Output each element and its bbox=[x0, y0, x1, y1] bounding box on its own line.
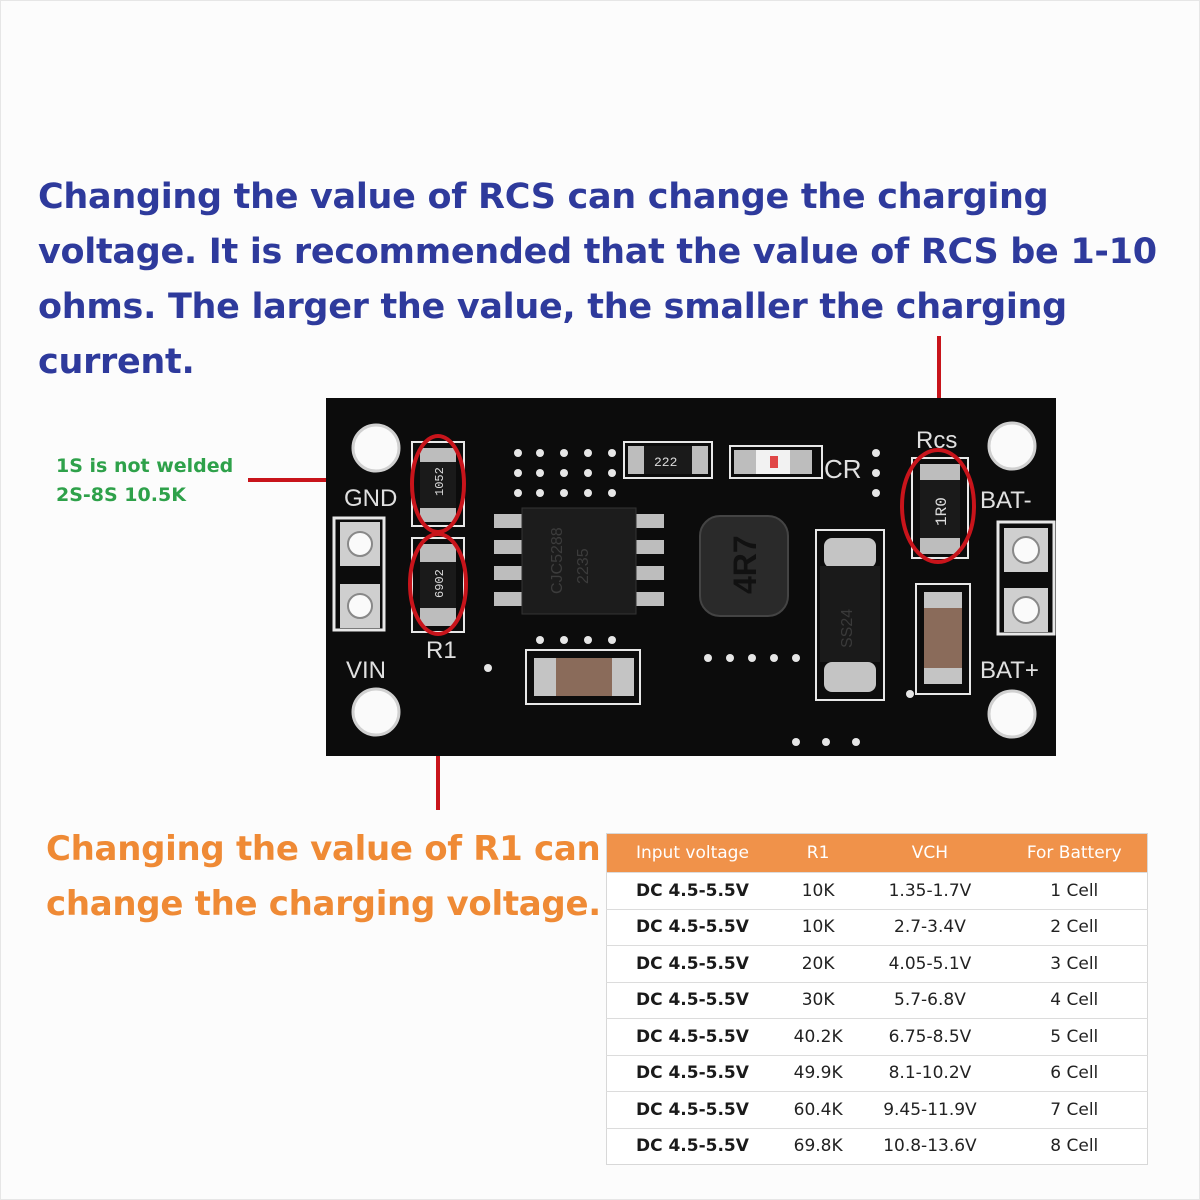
diode-code: SS24 bbox=[839, 609, 856, 648]
r1-highlight bbox=[408, 532, 468, 636]
bat-minus-label: BAT- bbox=[980, 487, 1032, 514]
gnd-pad bbox=[347, 531, 373, 557]
chip-line2: 2235 bbox=[575, 548, 592, 584]
cell-r1: 10K bbox=[777, 872, 859, 909]
cell-input: DC 4.5-5.5V bbox=[606, 872, 778, 909]
rcs-highlight bbox=[900, 448, 976, 564]
cell-battery: 5 Cell bbox=[1001, 1018, 1148, 1055]
col-input-voltage: Input voltage bbox=[606, 833, 778, 873]
mount-hole-bl bbox=[351, 687, 401, 737]
cr-label: CR bbox=[824, 454, 862, 484]
cell-r1: 60.4K bbox=[777, 1091, 859, 1128]
mount-hole-tr bbox=[987, 421, 1037, 471]
cell-r1: 20K bbox=[777, 945, 859, 982]
cell-battery: 2 Cell bbox=[1001, 908, 1148, 946]
vin-pad bbox=[347, 593, 373, 619]
gnd-label: GND bbox=[344, 485, 397, 512]
cell-input: DC 4.5-5.5V bbox=[606, 981, 778, 1019]
bat-plus-pad bbox=[1012, 596, 1040, 624]
cell-vch: 8.1-10.2V bbox=[858, 1054, 1002, 1092]
pcb-board-drawing: GND VIN R1 Rcs CR BAT- BAT+ 1052 6902 22… bbox=[326, 398, 1056, 756]
cell-vch: 9.45-11.9V bbox=[858, 1091, 1002, 1128]
rcs-code: 1R0 bbox=[933, 497, 951, 526]
r1-code: 6902 bbox=[433, 569, 447, 598]
cell-battery: 1 Cell bbox=[1001, 872, 1148, 909]
mount-hole-tl bbox=[351, 423, 401, 473]
rcs-description: Changing the value of RCS can change the… bbox=[38, 177, 1157, 382]
cell-input: DC 4.5-5.5V bbox=[606, 908, 778, 946]
bat-plus-label: BAT+ bbox=[980, 657, 1039, 684]
cell-input: DC 4.5-5.5V bbox=[606, 945, 778, 982]
pcb-board: GND VIN R1 Rcs CR BAT- BAT+ 1052 6902 22… bbox=[326, 398, 1056, 756]
inductor-code: 4R7 bbox=[727, 535, 763, 594]
col-for-battery: For Battery bbox=[1001, 833, 1148, 873]
cell-r1: 30K bbox=[777, 981, 859, 1019]
r1-description: Changing the value of R1 can change the … bbox=[46, 829, 601, 924]
cell-battery: 3 Cell bbox=[1001, 945, 1148, 982]
rcs-pointer-line bbox=[937, 336, 941, 456]
r-top-code: 1052 bbox=[433, 467, 447, 496]
cell-vch: 10.8-13.6V bbox=[858, 1127, 1002, 1165]
col-vch: VCH bbox=[858, 833, 1002, 873]
small-r-code: 222 bbox=[654, 455, 677, 470]
table-header-row: Input voltage R1 VCH For Battery bbox=[606, 833, 1148, 873]
r-top-note-line1: 1S is not welded bbox=[56, 455, 234, 477]
cell-input: DC 4.5-5.5V bbox=[606, 1054, 778, 1092]
cell-input: DC 4.5-5.5V bbox=[606, 1127, 778, 1165]
bat-minus-pad bbox=[1012, 536, 1040, 564]
cell-input: DC 4.5-5.5V bbox=[606, 1091, 778, 1128]
mount-hole-br bbox=[987, 689, 1037, 739]
r-top-note: 1S is not welded 2S-8S 10.5K bbox=[56, 452, 233, 510]
chip-line1: CJC5288 bbox=[549, 527, 566, 594]
cell-battery: 7 Cell bbox=[1001, 1091, 1148, 1128]
vin-label: VIN bbox=[346, 657, 386, 684]
r1-label: R1 bbox=[426, 637, 457, 664]
cell-r1: 49.9K bbox=[777, 1054, 859, 1092]
cell-r1: 10K bbox=[777, 908, 859, 946]
cell-r1: 40.2K bbox=[777, 1018, 859, 1055]
cell-vch: 2.7-3.4V bbox=[858, 908, 1002, 946]
cell-battery: 6 Cell bbox=[1001, 1054, 1148, 1092]
cell-battery: 4 Cell bbox=[1001, 981, 1148, 1019]
cell-battery: 8 Cell bbox=[1001, 1127, 1148, 1165]
cell-input: DC 4.5-5.5V bbox=[606, 1018, 778, 1055]
cell-vch: 5.7-6.8V bbox=[858, 981, 1002, 1019]
cell-vch: 4.05-5.1V bbox=[858, 945, 1002, 982]
r1-voltage-table: Input voltage R1 VCH For Battery DC 4.5-… bbox=[606, 833, 1148, 1165]
cell-r1: 69.8K bbox=[777, 1127, 859, 1165]
col-r1: R1 bbox=[777, 833, 859, 873]
cell-vch: 1.35-1.7V bbox=[858, 872, 1002, 909]
r-top-note-line2: 2S-8S 10.5K bbox=[56, 484, 186, 506]
cell-vch: 6.75-8.5V bbox=[858, 1018, 1002, 1055]
